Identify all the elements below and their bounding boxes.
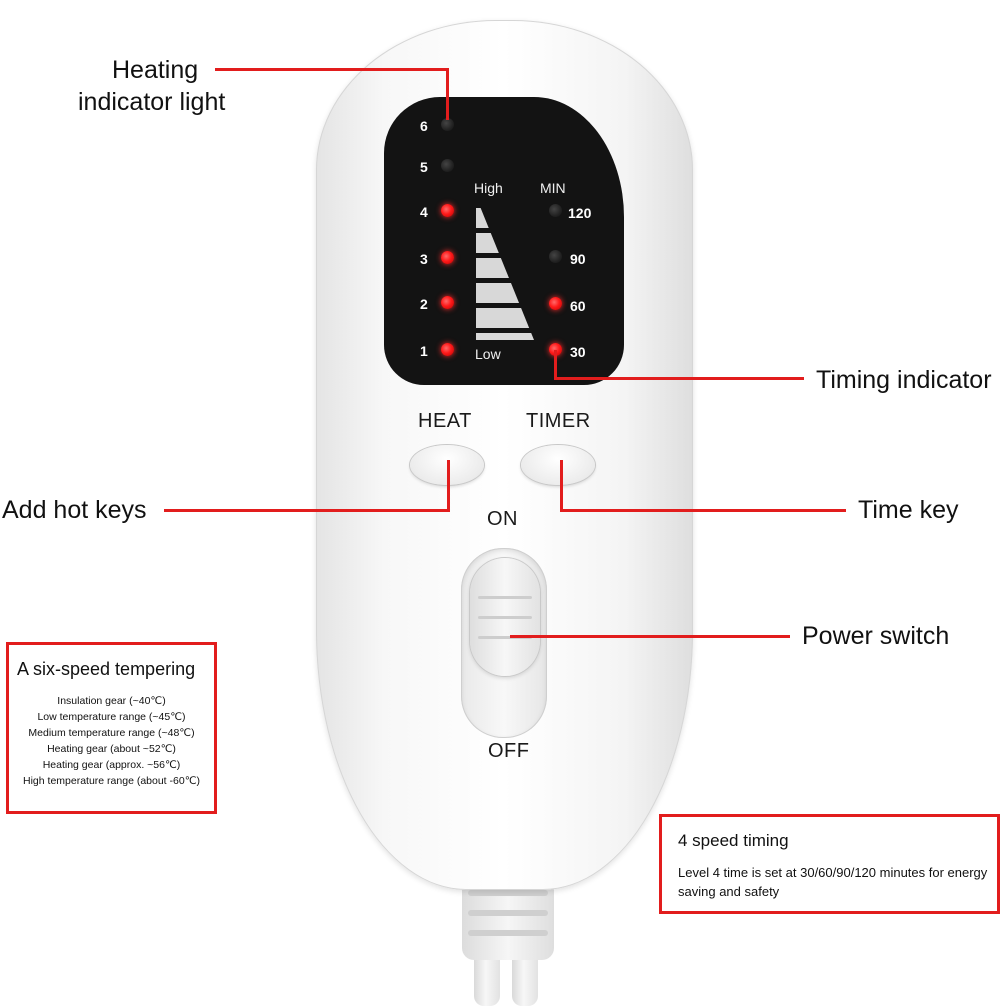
slider-grip-line [478,636,532,639]
power-switch-callout: Power switch [802,622,950,650]
callout-line [554,377,804,380]
heat-level-4-led [441,204,454,217]
heat-level-3-led [441,251,454,264]
tempering-line: Heating gear (about ~52℃) [47,743,176,755]
callout-line [560,460,563,512]
heating-indicator-callout-line2: indicator light [78,88,226,116]
callout-line [554,350,557,380]
heat-level-4-label: 4 [420,204,428,220]
heat-level-5-label: 5 [420,159,428,175]
timer-60-led [549,297,562,310]
tempering-line: Medium temperature range (~48℃) [28,727,195,739]
switch-off-label: OFF [488,740,530,762]
timing-box-body: Level 4 time is set at 30/60/90/120 minu… [678,865,988,899]
callout-line [447,460,450,512]
slider-grip-line [478,596,532,599]
slider-grip-line [478,616,532,619]
low-label: Low [475,346,501,362]
indicator-display-panel [384,97,624,385]
callout-line [164,509,450,512]
callout-line [446,68,449,120]
heat-key-label: HEAT [418,410,472,432]
heating-indicator-callout-line1: Heating [112,56,199,84]
min-label: MIN [540,180,566,196]
timing-info-box: 4 speed timing Level 4 time is set at 30… [659,814,1000,914]
heat-level-2-label: 2 [420,296,428,312]
tempering-line: Insulation gear (~40℃) [57,695,166,707]
heat-level-6-led [441,118,454,131]
timer-30-label: 30 [570,344,586,360]
timer-30-led [549,343,562,356]
add-hot-keys-callout: Add hot keys [2,496,147,524]
tempering-line: Heating gear (approx. ~56℃) [42,759,181,771]
timer-120-led [549,204,562,217]
timer-120-label: 120 [568,205,592,221]
heat-level-6-label: 6 [420,118,428,134]
tempering-info-box: A six-speed tempering Insulation gear (~… [6,642,217,814]
timer-90-led [549,250,562,263]
tempering-line: High temperature range (about -60℃) [23,775,200,787]
timer-90-label: 90 [570,251,586,267]
timing-indicator-callout: Timing indicator [816,366,992,394]
high-label: High [474,180,503,196]
tempering-box-title: A six-speed tempering [17,659,196,679]
heat-level-1-led [441,343,454,356]
heat-level-1-label: 1 [420,343,428,359]
callout-line [215,68,449,71]
tempering-line: Low temperature range (~45℃) [37,711,186,723]
heat-level-5-led [441,159,454,172]
callout-line [510,635,790,638]
timer-key-label: TIMER [526,410,591,432]
heat-level-3-label: 3 [420,251,428,267]
heat-level-2-led [441,296,454,309]
timer-button[interactable] [521,445,595,485]
time-key-callout: Time key [858,496,959,524]
timer-60-label: 60 [570,298,586,314]
switch-on-label: ON [487,508,518,530]
timing-box-title: 4 speed timing [678,831,789,850]
callout-line [560,509,846,512]
